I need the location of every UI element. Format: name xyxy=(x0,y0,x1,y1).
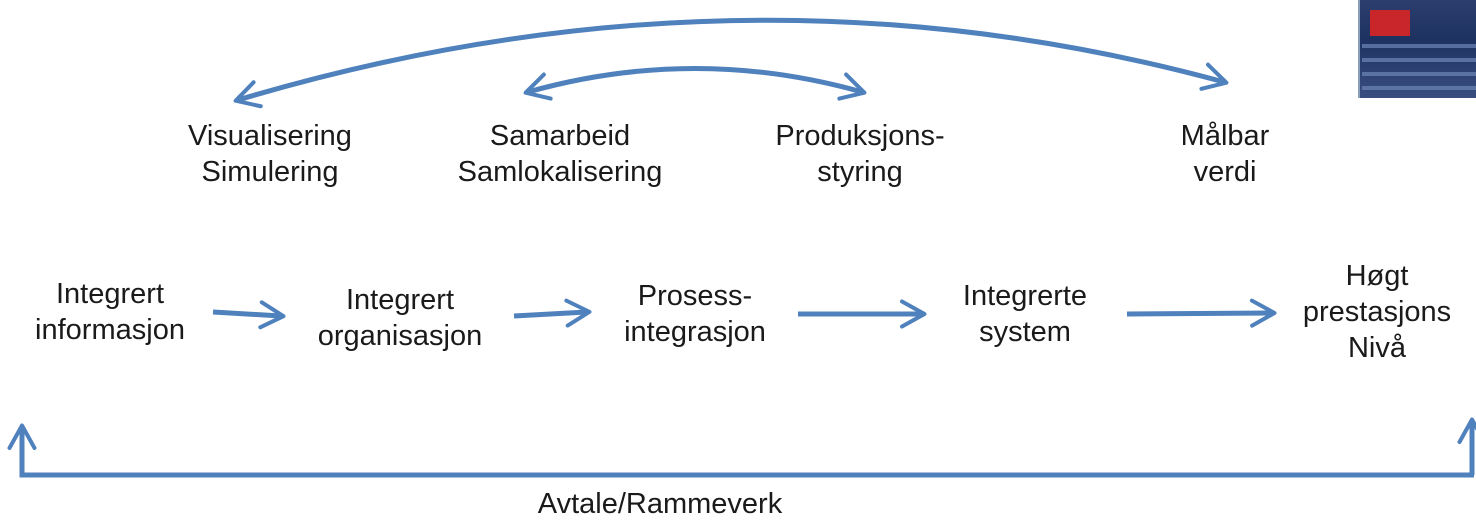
inner-double-arrow xyxy=(523,66,867,101)
flow-arrow-4 xyxy=(1126,298,1277,328)
feedback-bracket xyxy=(7,423,1474,478)
step-prosessintegrasjon: Prosess-integrasjon xyxy=(624,280,766,348)
flow-arrow-1 xyxy=(212,300,286,330)
top-label-produksjonsstyring: Produksjons-styring xyxy=(775,120,945,188)
footer-avtale-rammeverk: Avtale/Rammeverk xyxy=(537,488,783,520)
flow-arrow-2 xyxy=(513,298,592,328)
photo-thumbnail xyxy=(1358,0,1476,98)
outer-double-arrow xyxy=(233,17,1229,109)
